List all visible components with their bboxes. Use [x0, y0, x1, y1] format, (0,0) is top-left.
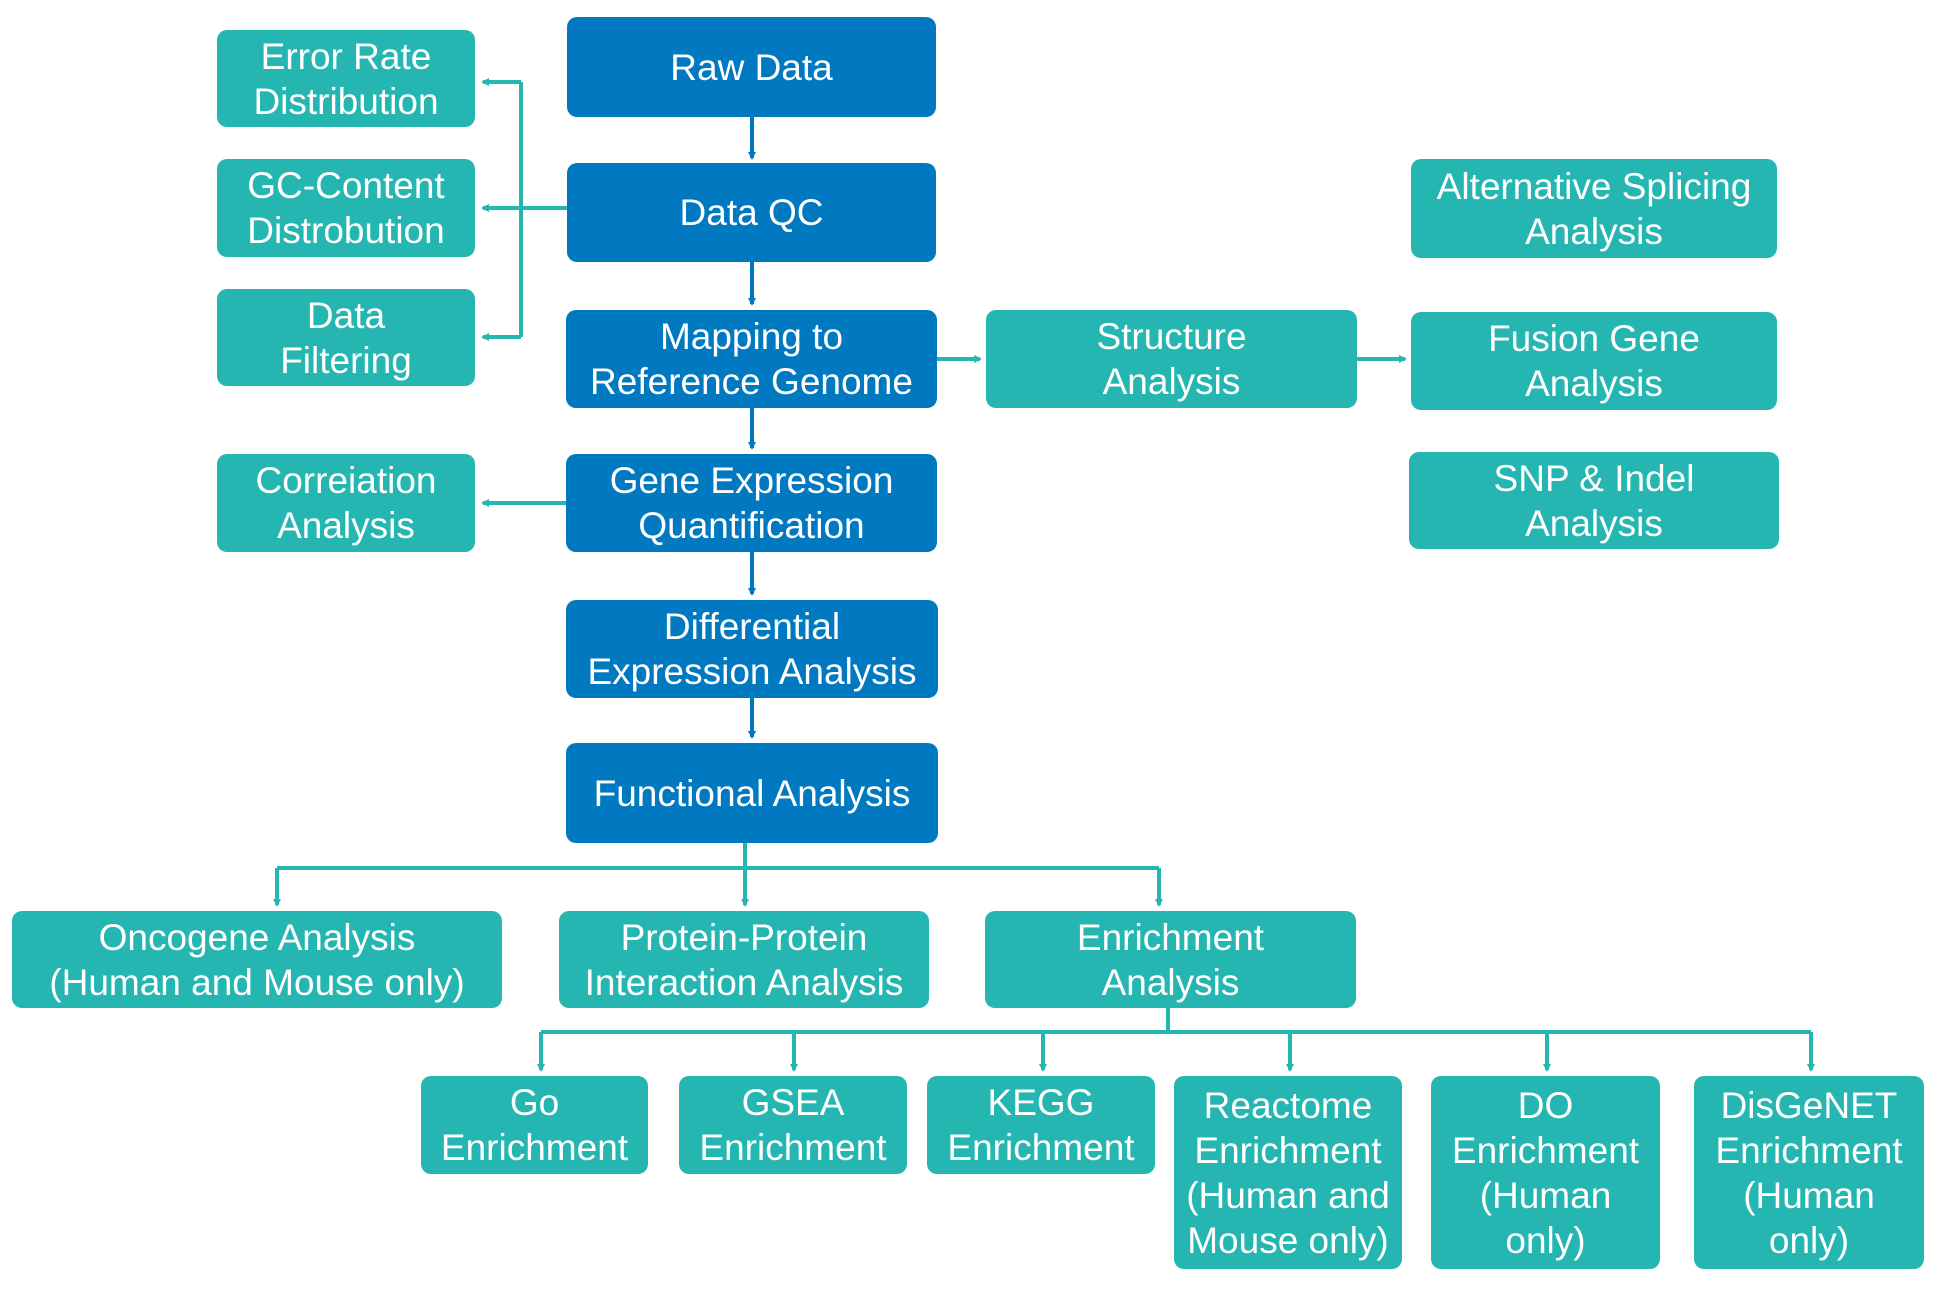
node-label: Protein-Protein Interaction Analysis — [584, 916, 904, 1003]
node-mapping: Mapping to Reference Genome — [566, 310, 937, 408]
node-label: Mapping to Reference Genome — [590, 316, 913, 402]
node-label: Differential Expression Analysis — [587, 606, 917, 692]
node-label: Raw Data — [670, 46, 833, 88]
node-label: Functional Analysis — [593, 772, 911, 814]
node-enrichment: Enrichment Analysis — [985, 911, 1356, 1008]
node-reactome-enrichment: Reactome Enrichment (Human and Mouse onl… — [1174, 1076, 1402, 1269]
node-label: Correiation Analysis — [255, 460, 437, 546]
node-label: GC-Content Distrobution — [247, 165, 445, 251]
node-gc-content: GC-Content Distrobution — [217, 159, 475, 257]
node-label: Alternative Splicing Analysis — [1436, 165, 1752, 252]
node-label: KEGG Enrichment — [947, 1082, 1135, 1168]
node-label: DisGeNET Enrichment (Human only) — [1715, 1084, 1903, 1261]
node-label: Enrichment Analysis — [1076, 916, 1265, 1003]
node-label: Data Filtering — [280, 294, 412, 381]
node-label: Go Enrichment — [440, 1082, 629, 1168]
node-label: Reactome Enrichment (Human and Mouse onl… — [1186, 1084, 1390, 1261]
node-label: Oncogene Analysis (Human and Mouse only) — [49, 916, 465, 1003]
node-label: Data QC — [679, 192, 824, 233]
node-functional-analysis: Functional Analysis — [566, 743, 938, 843]
node-gene-expression: Gene Expression Quantification — [566, 454, 937, 552]
node-alt-splicing: Alternative Splicing Analysis — [1411, 159, 1777, 258]
node-label: GSEA Enrichment — [699, 1082, 887, 1168]
node-differential-expression: Differential Expression Analysis — [566, 600, 938, 698]
node-snp-indel: SNP & Indel Analysis — [1409, 452, 1779, 549]
node-error-rate: Error Rate Distribution — [217, 30, 475, 127]
node-label: Gene Expression Quantification — [609, 460, 894, 546]
node-raw-data: Raw Data — [567, 17, 936, 117]
node-label: Structure Analysis — [1096, 316, 1247, 402]
node-fusion-gene: Fusion Gene Analysis — [1411, 312, 1777, 410]
node-disgenet-enrichment: DisGeNET Enrichment (Human only) — [1694, 1076, 1924, 1269]
node-data-qc: Data QC — [567, 163, 936, 262]
node-label: Error Rate Distribution — [253, 35, 439, 122]
node-data-filtering: Data Filtering — [217, 289, 475, 386]
node-gsea-enrichment: GSEA Enrichment — [679, 1076, 907, 1174]
node-correlation: Correiation Analysis — [217, 454, 475, 552]
node-structure: Structure Analysis — [986, 310, 1357, 408]
node-label: SNP & Indel Analysis — [1493, 457, 1695, 544]
node-oncogene: Oncogene Analysis (Human and Mouse only) — [12, 911, 502, 1008]
node-ppi: Protein-Protein Interaction Analysis — [559, 911, 929, 1008]
node-label: DO Enrichment (Human only) — [1451, 1084, 1640, 1261]
node-do-enrichment: DO Enrichment (Human only) — [1431, 1076, 1660, 1269]
node-go-enrichment: Go Enrichment — [421, 1076, 648, 1174]
node-label: Fusion Gene Analysis — [1488, 318, 1700, 404]
node-kegg-enrichment: KEGG Enrichment — [927, 1076, 1155, 1174]
